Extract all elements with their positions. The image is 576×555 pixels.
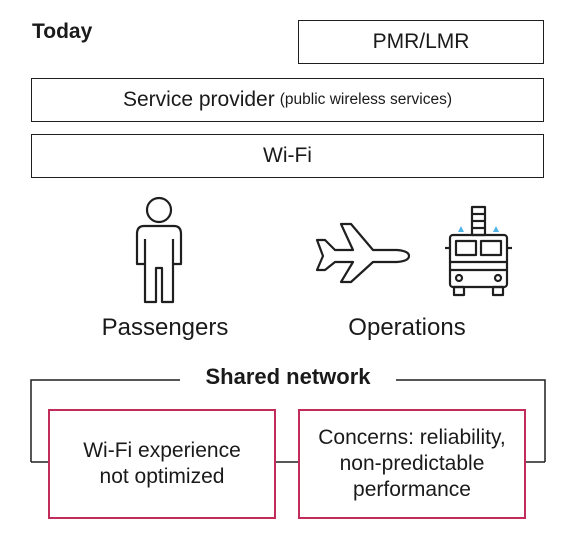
airplane-icon (315, 222, 411, 284)
concerns-text: Concerns: reliability, non-predictable p… (318, 426, 506, 501)
operations-label: Operations (348, 314, 466, 341)
wifi-experience-box: Wi-Fi experience not optimized (48, 409, 276, 519)
concerns-box: Concerns: reliability, non-predictable p… (298, 409, 526, 519)
fire-truck-icon (445, 205, 512, 297)
service-provider-note: (public wireless services) (279, 91, 452, 108)
wifi-experience-text: Wi-Fi experience not optimized (83, 439, 241, 488)
passengers-label: Passengers (101, 314, 229, 341)
wifi-label: Wi-Fi (263, 144, 312, 167)
pmr-lmr-box: PMR/LMR (298, 20, 544, 64)
service-provider-box: Service provider (public wireless servic… (31, 78, 544, 122)
service-provider-label: Service provider (123, 88, 275, 111)
today-label: Today (32, 20, 93, 43)
wifi-box: Wi-Fi (31, 134, 544, 178)
person-icon (135, 196, 183, 304)
shared-network-title: Shared network (180, 364, 396, 390)
pmr-lmr-label: PMR/LMR (372, 30, 470, 53)
